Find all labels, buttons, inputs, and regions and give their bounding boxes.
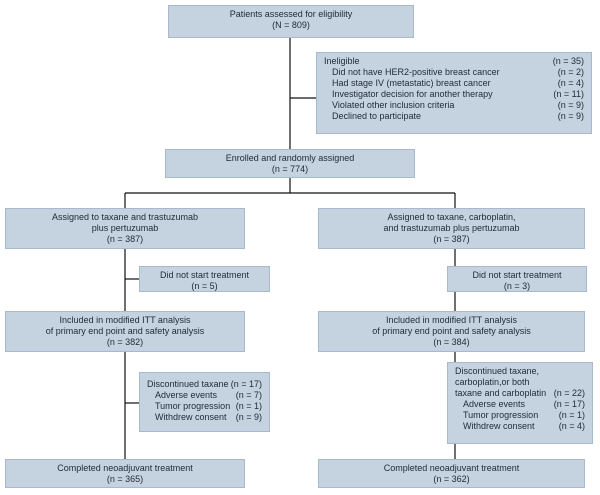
- left-discontinued-header: Discontinued taxane (n = 17): [147, 379, 262, 390]
- right-completed-count: (n = 362): [433, 474, 470, 484]
- right-itt-line1: Included in modified ITT analysis: [386, 315, 517, 325]
- right-completed-box: Completed neoadjuvant treatment (n = 362…: [318, 459, 585, 488]
- enrolled-count: (n = 774): [271, 164, 309, 174]
- reason-label: Did not have HER2-positive breast cancer: [332, 67, 500, 77]
- ineligible-reason: Had stage IV (metastatic) breast cancer …: [324, 78, 584, 89]
- right-itt-line2: of primary end point and safety analysis: [372, 326, 531, 336]
- left-not-started-count: (n = 5): [191, 281, 218, 291]
- ineligible-count: (n = 35): [552, 56, 584, 66]
- left-completed-box: Completed neoadjuvant treatment (n = 365…: [5, 459, 245, 488]
- left-itt-line1: Included in modified ITT analysis: [59, 315, 191, 325]
- right-itt-box: Included in modified ITT analysis of pri…: [318, 311, 585, 352]
- reason-label: Declined to participate: [332, 111, 422, 121]
- ineligible-reason: Did not have HER2-positive breast cancer…: [324, 67, 584, 78]
- reason-label: Had stage IV (metastatic) breast cancer: [332, 78, 491, 88]
- left-discontinued-label: Discontinued taxane: [147, 379, 229, 389]
- left-discontinued-count: (n = 17): [230, 379, 262, 389]
- ineligible-box: Ineligible (n = 35) Did not have HER2-po…: [316, 52, 592, 134]
- left-itt-line2: of primary end point and safety analysis: [45, 326, 205, 336]
- right-assigned-box: Assigned to taxane, carboplatin, and tra…: [318, 208, 585, 249]
- right-discontinued-reason: Tumor progression (n = 1): [455, 410, 585, 421]
- right-assigned-count: (n = 387): [433, 234, 470, 244]
- reason-count: (n = 17): [553, 399, 585, 409]
- left-discontinued-box: Discontinued taxane (n = 17) Adverse eve…: [139, 372, 270, 432]
- reason-label: Tumor progression: [463, 410, 539, 420]
- right-assigned-line1: Assigned to taxane, carboplatin,: [387, 212, 516, 222]
- reason-label: Adverse events: [155, 390, 218, 400]
- reason-count: (n = 1): [558, 410, 585, 420]
- reason-label: Investigator decision for another therap…: [332, 89, 493, 99]
- right-not-started-box: Did not start treatment (n = 3): [447, 266, 587, 292]
- reason-count: (n = 4): [558, 421, 585, 431]
- reason-count: (n = 9): [557, 100, 584, 110]
- right-discontinued-header: taxane and carboplatin (n = 22): [455, 388, 585, 399]
- ineligible-reason: Declined to participate (n = 9): [324, 111, 584, 122]
- right-discontinued-box: Discontinued taxane, carboplatin,or both…: [447, 362, 593, 444]
- reason-label: Tumor progression: [155, 401, 231, 411]
- reason-label: Withdrew consent: [155, 412, 227, 422]
- right-assigned-line2: and trastuzumab plus pertuzumab: [383, 223, 520, 233]
- left-itt-box: Included in modified ITT analysis of pri…: [5, 311, 245, 352]
- left-completed-label: Completed neoadjuvant treatment: [57, 463, 193, 473]
- assessed-count: (N = 809): [272, 20, 310, 30]
- right-discontinued-line3: taxane and carboplatin: [455, 388, 547, 398]
- enrolled-label: Enrolled and randomly assigned: [225, 153, 355, 163]
- ineligible-reason: Violated other inclusion criteria (n = 9…: [324, 100, 584, 111]
- reason-count: (n = 2): [557, 67, 584, 77]
- ineligible-reason: Investigator decision for another therap…: [324, 89, 584, 100]
- right-not-started-label: Did not start treatment: [472, 270, 562, 280]
- reason-label: Violated other inclusion criteria: [332, 100, 455, 110]
- left-completed-count: (n = 365): [106, 474, 144, 484]
- left-not-started-box: Did not start treatment (n = 5): [139, 266, 270, 292]
- reason-count: (n = 1): [235, 401, 262, 411]
- assessed-box: Patients assessed for eligibility (N = 8…: [168, 5, 414, 38]
- right-itt-count: (n = 384): [433, 337, 470, 347]
- reason-label: Withdrew consent: [463, 421, 535, 431]
- reason-count: (n = 4): [557, 78, 584, 88]
- right-discontinued-reason: Adverse events (n = 17): [455, 399, 585, 410]
- reason-count: (n = 7): [235, 390, 262, 400]
- ineligible-label: Ineligible: [324, 56, 360, 66]
- assessed-label: Patients assessed for eligibility: [229, 9, 353, 19]
- left-itt-count: (n = 382): [106, 337, 144, 347]
- right-discontinued-line1: Discontinued taxane,: [455, 366, 540, 376]
- left-discontinued-reason: Withdrew consent (n = 9): [147, 412, 262, 423]
- left-discontinued-reason: Tumor progression (n = 1): [147, 401, 262, 412]
- right-not-started-count: (n = 3): [503, 281, 531, 291]
- reason-label: Adverse events: [463, 399, 526, 409]
- left-assigned-box: Assigned to taxane and trastuzumab plus …: [5, 208, 245, 249]
- left-assigned-count: (n = 387): [106, 234, 144, 244]
- right-completed-label: Completed neoadjuvant treatment: [383, 463, 520, 473]
- reason-count: (n = 9): [557, 111, 584, 121]
- right-discontinued-count: (n = 22): [553, 388, 585, 398]
- enrolled-box: Enrolled and randomly assigned (n = 774): [165, 149, 415, 178]
- left-not-started-label: Did not start treatment: [159, 270, 250, 280]
- ineligible-header: Ineligible (n = 35): [324, 56, 584, 67]
- right-discontinued-line2: carboplatin,or both: [455, 377, 530, 387]
- left-discontinued-reason: Adverse events (n = 7): [147, 390, 262, 401]
- left-assigned-line2: plus pertuzumab: [91, 223, 159, 233]
- reason-count: (n = 9): [235, 412, 262, 422]
- left-assigned-line1: Assigned to taxane and trastuzumab: [51, 212, 199, 222]
- right-discontinued-reason: Withdrew consent (n = 4): [455, 421, 585, 432]
- reason-count: (n = 11): [553, 89, 584, 99]
